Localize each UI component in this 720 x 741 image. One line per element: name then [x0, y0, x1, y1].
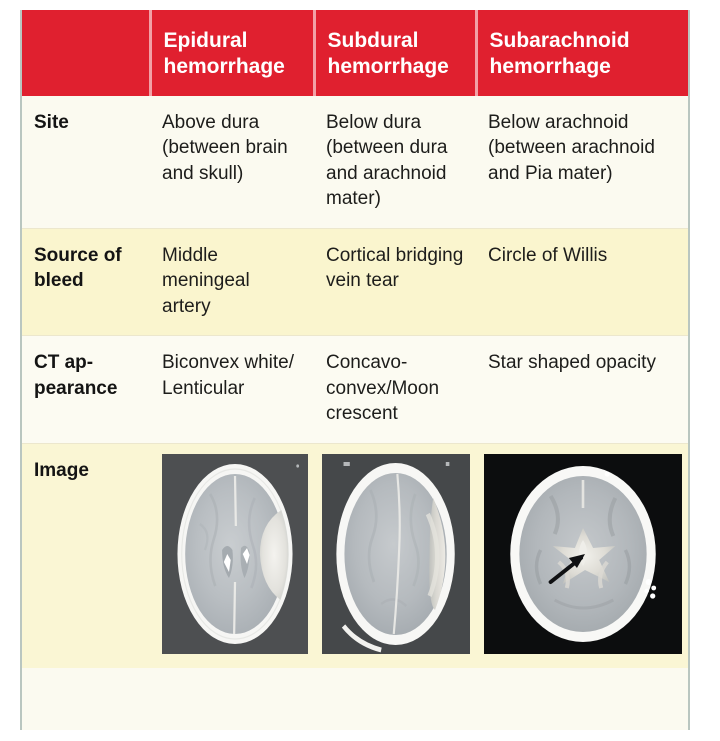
cell-image-subarachnoid	[476, 442, 688, 668]
cell-ct-subarachnoid: Star shaped opacity	[476, 335, 688, 444]
lesion-pointer-arrow	[548, 553, 586, 584]
row-label-ct-appearance: CT ap-pearance	[22, 335, 150, 444]
cell-ct-epidural: Biconvex white/ Lenticular	[150, 335, 314, 444]
table-header: Epidural hemorrhage Subdural hemorrhage …	[22, 10, 688, 96]
table-container: Epidural hemorrhage Subdural hemorrhage …	[20, 10, 690, 730]
cell-site-epidural: Above dura (between brain and skull)	[150, 96, 314, 229]
subdural-ct-scan-image	[322, 453, 470, 654]
header-cell-subdural: Subdural hemorrhage	[312, 10, 476, 96]
table-row-site: Site Above dura (between brain and skull…	[22, 96, 688, 229]
table-row-image: Image	[22, 442, 688, 668]
row-label-image: Image	[22, 442, 150, 668]
header-cell-epidural: Epidural hemorrhage	[148, 10, 314, 96]
header-cell-blank	[22, 10, 150, 96]
cell-ct-subdural: Concavo-convex/Moon crescent	[314, 335, 476, 444]
row-label-site: Site	[22, 96, 150, 229]
table-row-source-of-bleed: Source of bleed Middle meningeal artery …	[22, 227, 688, 336]
cell-site-subarachnoid: Below arachnoid (between arachnoid and P…	[476, 96, 688, 229]
header-cell-subarachnoid: Subarachnoid hemorrhage	[474, 10, 688, 96]
table-row-ct-appearance: CT ap-pearance Biconvex white/ Lenticula…	[22, 335, 688, 444]
cell-source-subdural: Cortical bridging vein tear	[314, 227, 476, 336]
epidural-ct-scan-image	[162, 453, 308, 654]
cell-source-subarachnoid: Circle of Willis	[476, 227, 688, 336]
header-row: Epidural hemorrhage Subdural hemorrhage …	[22, 10, 688, 96]
subarachnoid-ct-scan-image	[484, 453, 682, 654]
cell-image-subdural	[314, 442, 476, 668]
row-label-source-of-bleed: Source of bleed	[22, 227, 150, 336]
cell-source-epidural: Middle meningeal artery	[150, 227, 314, 336]
hemorrhage-comparison-table: Epidural hemorrhage Subdural hemorrhage …	[22, 10, 688, 668]
cell-image-epidural	[150, 442, 314, 668]
cell-site-subdural: Below dura (between dura and arachnoid m…	[314, 96, 476, 229]
table-body: Site Above dura (between brain and skull…	[22, 96, 688, 668]
